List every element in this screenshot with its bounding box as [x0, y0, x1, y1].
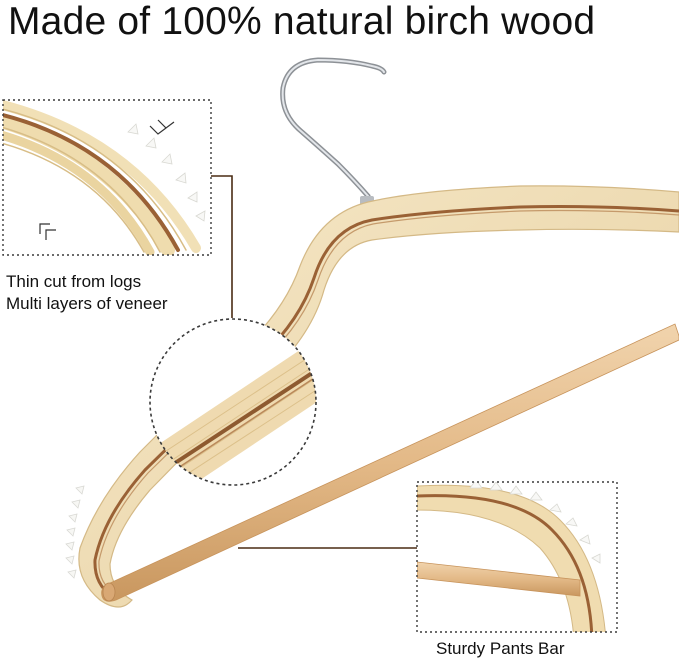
- veneer-connector-line: [211, 175, 233, 318]
- grain-closeup-circle: [149, 318, 317, 486]
- veneer-layers-inset: [2, 99, 212, 256]
- inset-grip-teeth: [127, 123, 206, 222]
- veneer-caption: Thin cut from logs Multi layers of venee…: [6, 271, 168, 315]
- pants-bar-inset: [416, 481, 618, 633]
- corner-arrow-icons: [39, 119, 175, 240]
- veneer-caption-line2: Multi layers of veneer: [6, 294, 168, 313]
- headline: Made of 100% natural birch wood: [8, 0, 596, 43]
- pants-bar-caption: Sturdy Pants Bar: [436, 639, 565, 658]
- metal-hook: [280, 57, 387, 208]
- callout-connectors: [211, 175, 417, 549]
- pants-bar: [101, 323, 679, 602]
- bar-end-cap: [102, 582, 116, 602]
- veneer-caption-line1: Thin cut from logs: [6, 272, 142, 291]
- grip-teeth: [65, 485, 85, 579]
- inset-bar-grip-teeth: [469, 482, 601, 564]
